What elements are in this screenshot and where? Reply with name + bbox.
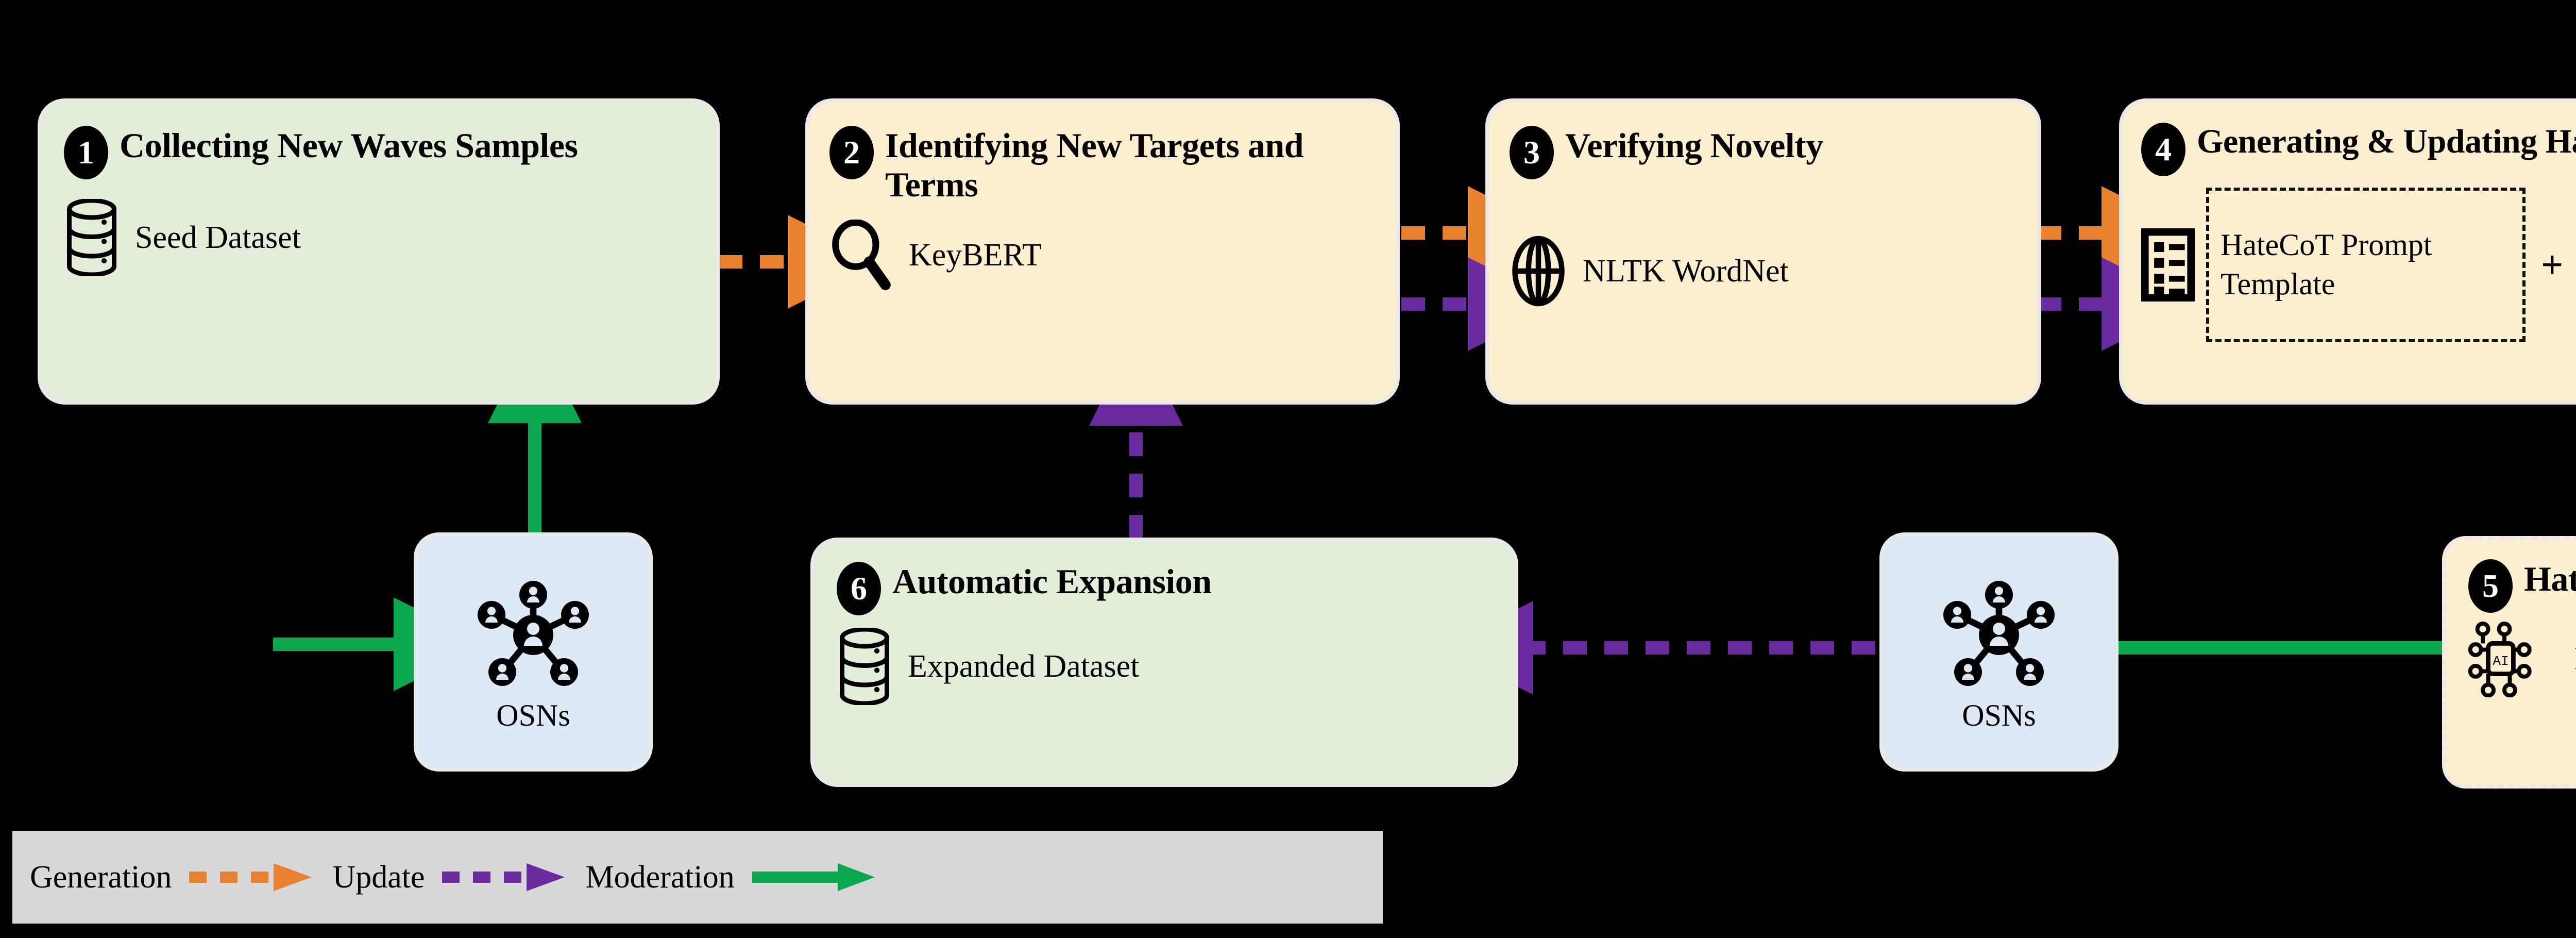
step-1-card[interactable]: 1 Collecting New Waves Samples Seed Data… [41, 102, 716, 401]
step-3-badge: 3 [1510, 126, 1554, 179]
legend-moderation-arrow [752, 863, 875, 891]
step-3-tool-row: NLTK WordNet [1510, 235, 2017, 307]
svg-text:AI: AI [2493, 654, 2509, 669]
step-4-plus-operator: + [2541, 243, 2564, 287]
step-2-card[interactable]: 2 Identifying New Targets and Terms KeyB… [809, 102, 1396, 401]
database-icon [67, 199, 116, 276]
step-2-header: 2 Identifying New Targets and Terms [829, 126, 1376, 204]
step-4-body: HateCoT Prompt Template + New Targets an… [2141, 188, 2576, 342]
step-6-badge: 6 [837, 562, 881, 615]
step-3-header: 3 Verifying Novelty [1510, 126, 2017, 179]
step-5-badge: 5 [2468, 559, 2513, 613]
legend-generation-arrow [189, 863, 312, 891]
step-1-tool-row: Seed Dataset [64, 199, 693, 276]
step-4-title: Generating & Updating HateCoT Prompts [2197, 123, 2576, 160]
legend-update: Update [332, 859, 568, 895]
step-6-card[interactable]: 6 Automatic Expansion Expanded Dataset [814, 541, 1515, 783]
step-6-tool-row: Expanded Dataset [837, 628, 1492, 705]
step-5-tool-row: AI LLM [2468, 620, 2576, 697]
step-1-title: Collecting New Waves Samples [120, 126, 578, 165]
step-2-tool-row: KeyBERT [829, 220, 1376, 291]
legend: Generation Update Moderation [12, 831, 1383, 924]
osn-left-label: OSNs [496, 698, 570, 732]
legend-moderation: Moderation [585, 859, 877, 895]
globe-icon [1512, 236, 1565, 307]
database-icon [840, 628, 889, 705]
step-1-badge: 1 [64, 126, 108, 179]
magnifier-icon [832, 220, 891, 291]
step-6-tool-label: Expanded Dataset [908, 649, 1140, 684]
step-4-card[interactable]: 4 Generating & Updating HateCoT Prompts … [2123, 102, 2576, 401]
step-2-badge: 2 [829, 126, 874, 179]
step-5-header: 5 HateCoT-based New Waves Detection [2468, 559, 2576, 613]
osn-right-label: OSNs [1962, 698, 2036, 732]
legend-generation-label: Generation [30, 860, 172, 895]
step-3-card[interactable]: 3 Verifying Novelty NLTK WordNet [1489, 102, 2038, 401]
osn-right-card[interactable]: OSNs [1883, 536, 2115, 768]
step-2-tool-label: KeyBERT [909, 238, 1042, 273]
step-3-title: Verifying Novelty [1565, 126, 1823, 165]
step-1-header: 1 Collecting New Waves Samples [64, 126, 693, 179]
step-5-tool-label: LLM [2574, 643, 2576, 675]
step-4-subcard-template: HateCoT Prompt Template [2206, 188, 2526, 342]
legend-moderation-label: Moderation [585, 860, 735, 895]
osn-left-content: OSNs [417, 536, 649, 768]
osn-left-card[interactable]: OSNs [417, 536, 649, 768]
step-2-title: Identifying New Targets and Terms [885, 126, 1304, 205]
step-4-header: 4 Generating & Updating HateCoT Prompts [2141, 123, 2576, 176]
social-network-icon [478, 581, 589, 686]
legend-update-label: Update [332, 860, 425, 895]
step-6-header: 6 Automatic Expansion [837, 562, 1492, 615]
step-5-card[interactable]: 5 HateCoT-based New Waves Detection AI L… [2442, 536, 2576, 789]
legend-generation: Generation [30, 859, 315, 895]
step-1-tool-label: Seed Dataset [135, 220, 301, 255]
step-5-title: HateCoT-based New Waves Detection [2524, 559, 2576, 598]
social-network-icon [1943, 581, 2055, 686]
ai-chip-icon: AI [2468, 622, 2532, 697]
step-6-title: Automatic Expansion [892, 562, 1212, 601]
step-4-badge: 4 [2141, 123, 2185, 176]
step-3-tool-label: NLTK WordNet [1583, 254, 1789, 289]
osn-right-content: OSNs [1883, 536, 2115, 768]
legend-update-arrow [442, 863, 565, 891]
template-list-icon [2141, 228, 2195, 301]
